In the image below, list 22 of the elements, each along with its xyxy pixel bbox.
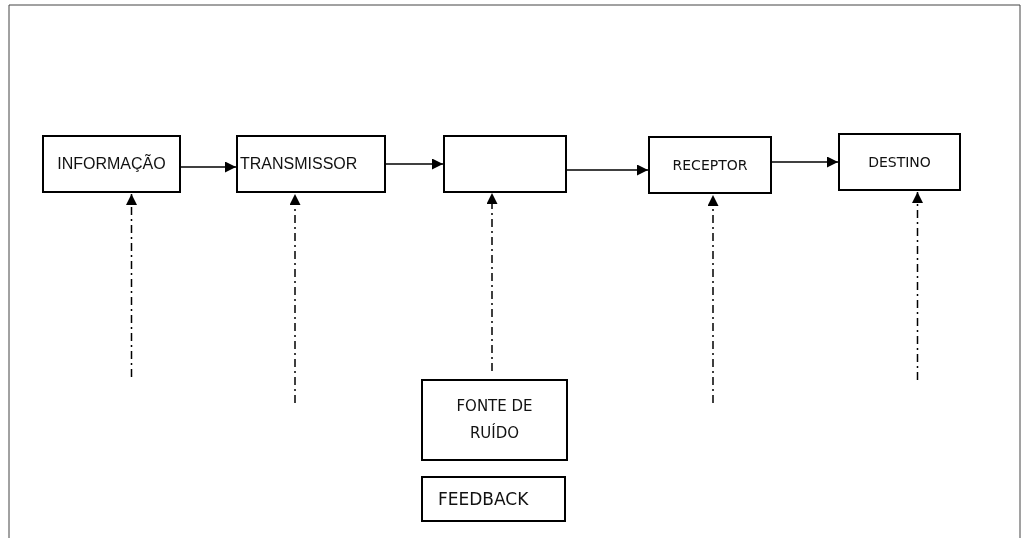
process-box bbox=[421, 476, 566, 522]
process-box bbox=[648, 136, 772, 194]
box-label: FEEDBACK bbox=[438, 489, 529, 509]
arrow bbox=[289, 193, 301, 404]
process-box bbox=[421, 379, 568, 461]
empty-box bbox=[443, 135, 567, 193]
process-box bbox=[838, 133, 961, 191]
arrow bbox=[180, 161, 237, 173]
arrow bbox=[771, 156, 839, 168]
arrow bbox=[126, 193, 137, 378]
box-label: TRANSMISSOR bbox=[240, 155, 358, 173]
box-label: RECEPTOR bbox=[672, 157, 748, 173]
arrow bbox=[566, 164, 649, 176]
box-label: INFORMAÇÃO bbox=[57, 155, 166, 173]
box-label: DESTINO bbox=[868, 154, 931, 170]
arrow bbox=[707, 194, 719, 404]
arrow bbox=[385, 158, 444, 170]
arrow bbox=[486, 192, 498, 372]
arrow bbox=[912, 191, 923, 381]
process-box bbox=[42, 135, 181, 193]
box-label: FONTE DE RUÍDO bbox=[455, 396, 534, 444]
process-box bbox=[236, 135, 386, 193]
